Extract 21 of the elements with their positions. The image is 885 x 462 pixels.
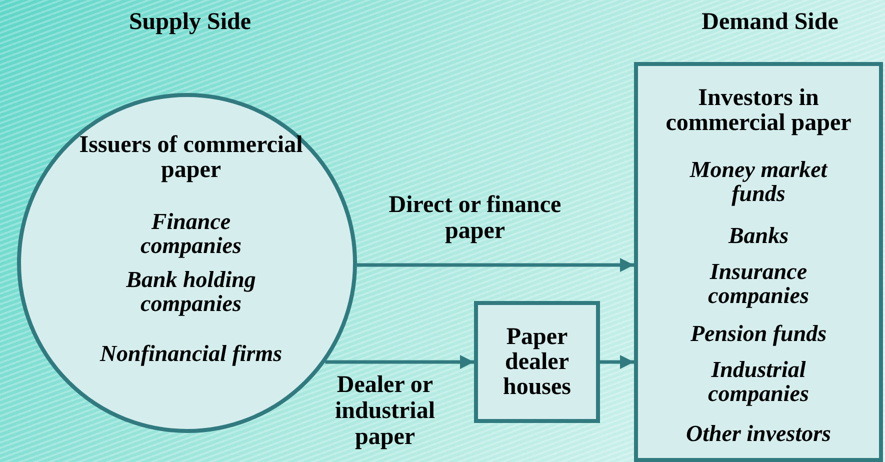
list-item: Pension funds (689, 322, 828, 346)
process-box (634, 62, 883, 462)
node-heading: Paper dealer houses (502, 325, 572, 401)
list-item: Nonfinancial firms (98, 342, 284, 366)
edge-label: Dealer or industrial paper (334, 373, 436, 451)
list-item: Industrial companies (707, 358, 810, 406)
node-heading: Investors in commercial paper (664, 86, 852, 136)
arrow (357, 258, 634, 272)
side-heading: Demand Side (700, 10, 840, 36)
list-item: Money market funds (688, 158, 829, 206)
process-box (474, 301, 600, 423)
list-item: Bank holding companies (125, 268, 257, 316)
list-item: Insurance companies (707, 260, 810, 308)
list-item: Finance companies (140, 210, 242, 258)
arrow (600, 355, 634, 369)
node-heading: Issuers of commercial paper (78, 133, 304, 184)
side-heading: Supply Side (128, 10, 252, 36)
list-item: Other investors (684, 422, 832, 446)
edge-label: Direct or finance paper (388, 193, 562, 245)
arrow (325, 355, 474, 369)
list-item: Banks (727, 224, 790, 248)
